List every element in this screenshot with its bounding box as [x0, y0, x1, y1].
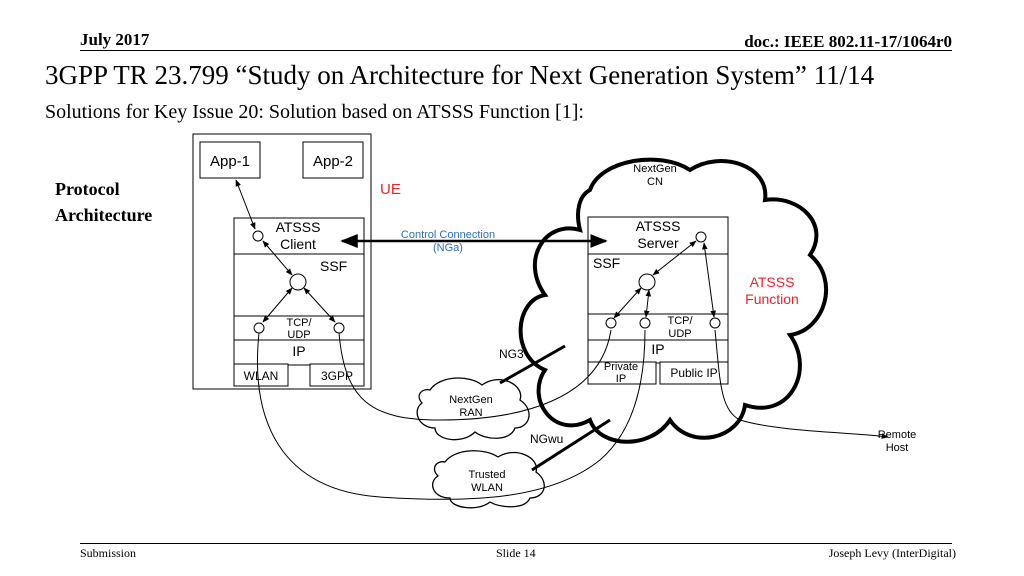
trusted-wlan-label-2: WLAN	[471, 482, 503, 494]
footer-submission: Submission	[80, 546, 137, 560]
ngwu-label: NGwu	[530, 432, 563, 446]
cn-ssf-label: SSF	[593, 255, 620, 271]
atsss-server-label-2: Server	[637, 235, 679, 251]
app1-label: App-1	[210, 153, 250, 170]
public-ip-label: Public IP	[670, 366, 717, 380]
cn-atsss-server-node	[695, 231, 707, 243]
protocol-label-line1: Protocol	[55, 179, 120, 199]
ue-ssf-node	[289, 273, 307, 291]
nextgen-ran-cloud	[416, 377, 530, 441]
protocol-architecture-label: Protocol Architecture	[55, 176, 152, 228]
ue-tcp-left-node	[253, 322, 265, 334]
footer-author: Joseph Levy (InterDigital)	[828, 546, 956, 560]
header-divider	[80, 50, 952, 51]
private-ip-label-1: Private	[604, 361, 638, 373]
ue-tcp-label-1: TCP/	[286, 317, 312, 329]
control-connection-label-2: (NGa)	[433, 242, 463, 254]
control-connection-label-1: Control Connection	[401, 229, 495, 241]
cn-tcp-node-2	[639, 317, 651, 329]
ue-3gpp-label: 3GPP	[321, 369, 353, 383]
cn-tcp-label-1: TCP/	[667, 315, 693, 327]
slide-subtitle: Solutions for Key Issue 20: Solution bas…	[45, 101, 584, 123]
ue-tcp-label-2: UDP	[287, 329, 310, 341]
nextgen-ran-label-1: NextGen	[449, 394, 492, 406]
cn-ssf-node	[638, 273, 656, 291]
protocol-label-line2: Architecture	[55, 205, 153, 225]
cn-ip-label: IP	[651, 341, 664, 357]
path-public-ip-to-remote-host	[714, 329, 889, 439]
atsss-client-label-1: ATSSS	[276, 219, 321, 235]
footer-divider	[80, 543, 952, 544]
ue-3gpp-box	[309, 363, 365, 387]
ue-ssf-label: SSF	[320, 258, 347, 274]
app2-box	[302, 141, 364, 179]
ng3-link	[499, 344, 566, 385]
app1-box	[199, 141, 261, 179]
private-ip-label-2: IP	[616, 373, 626, 385]
path-3gpp-to-private-ip	[338, 329, 612, 421]
app2-label: App-2	[313, 153, 353, 170]
ue-label: UE	[380, 181, 401, 198]
ue-wlan-box	[233, 363, 289, 387]
ue-wlan-label: WLAN	[244, 369, 279, 383]
ng3-label: NG3	[499, 347, 524, 361]
atsss-client-label-2: Client	[280, 236, 316, 252]
ue-tcp-right-node	[333, 322, 345, 334]
cn-tcp-label-2: UDP	[668, 328, 691, 340]
slide-title: 3GPP TR 23.799 “Study on Architecture fo…	[45, 60, 875, 90]
cn-tcp-node-1	[605, 317, 617, 329]
trusted-wlan-label-1: Trusted	[469, 469, 506, 481]
ue-atsss-client-node	[252, 230, 264, 242]
atsss-function-label-2: Function	[745, 291, 799, 307]
footer-slide-number: Slide 14	[496, 546, 536, 560]
nextgen-ran-label-2: RAN	[459, 407, 482, 419]
path-wlan-to-cn	[256, 329, 646, 500]
cn-private-ip-box	[587, 361, 657, 385]
atsss-server-label-1: ATSSS	[636, 218, 681, 234]
remote-host-label-1: Remote	[878, 429, 917, 441]
header-doc-id: doc.: IEEE 802.11-17/1064r0	[744, 32, 952, 51]
nextgen-cn-label-1: NextGen	[633, 163, 676, 175]
cn-public-ip-box	[659, 361, 729, 385]
remote-host-label-2: Host	[886, 442, 909, 454]
header-date: July 2017	[80, 30, 150, 49]
atsss-function-label-1: ATSSS	[750, 274, 795, 290]
cn-tcp-node-3	[709, 317, 721, 329]
ue-ip-label: IP	[292, 343, 305, 359]
nextgen-cn-label-2: CN	[647, 176, 663, 188]
ngwu-link	[531, 418, 611, 472]
